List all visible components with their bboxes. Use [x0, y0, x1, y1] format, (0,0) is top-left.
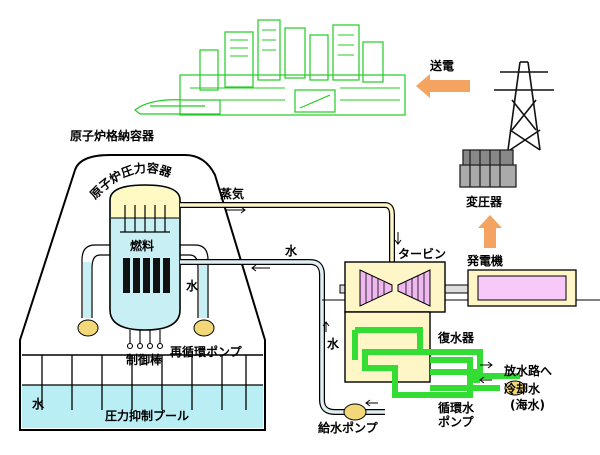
cooling-water-label: 冷却水: [504, 381, 541, 396]
recirc-pump-right: [193, 319, 215, 337]
suppression-pool-label: 圧力抑制プール: [105, 408, 189, 423]
circ-pump-label-1: 循環水: [438, 400, 475, 415]
turbine-rotor-2: [397, 269, 431, 307]
reactor-pressure-vessel: [109, 184, 181, 331]
suppression-pool-water: [22, 385, 263, 428]
city-skyline-icon: [179, 19, 406, 116]
generator-to-transformer-arrow: [478, 215, 502, 248]
generator-body: [477, 275, 567, 301]
water-inner-label: 水: [186, 278, 199, 293]
transformer-label: 変圧器: [466, 194, 503, 209]
sea-water-label: (海水): [510, 397, 545, 412]
steam-label: 蒸気: [220, 186, 244, 201]
recirc-pipe-right-fill: [199, 262, 207, 318]
condenser-label: 復水器: [437, 330, 475, 345]
steam-dome: [111, 186, 179, 218]
recirc-pump-left: [77, 319, 99, 337]
transmission-tower-icon: [494, 61, 554, 151]
containment-vessel-label: 原子炉格納容器: [70, 128, 155, 143]
discharge-label: 放水路へ: [503, 363, 552, 378]
turbine-label: タービン: [398, 246, 446, 261]
vent-pipes: [41, 355, 247, 410]
fuel-assemblies: [123, 258, 170, 293]
bullet-train-icon: [134, 99, 221, 115]
generator-label: 発電機: [466, 253, 503, 268]
fuel-label: 燃料: [130, 238, 154, 253]
transformer-icon: [459, 149, 517, 188]
turbine-rotor: [359, 269, 393, 307]
water-down-label: 水: [327, 336, 340, 351]
feed-water-pump: [343, 403, 367, 421]
recirc-pump-label: 再循環ポンプ: [170, 344, 243, 359]
feed-pump-label: 給水ポンプ: [318, 420, 379, 435]
recirc-pipe-left-fill: [83, 262, 91, 318]
transmission-arrow: [416, 74, 470, 98]
circ-water-pump: [504, 380, 526, 396]
steam-separators: [120, 205, 170, 233]
cooling-water-pipes: [430, 357, 520, 391]
water-top-label: 水: [285, 243, 298, 258]
circ-pump-label-2: ポンプ: [438, 414, 475, 429]
control-rods-label: 制御棒: [126, 352, 163, 367]
control-rod-drives: [126, 330, 164, 350]
transmission-label: 送電: [429, 58, 454, 73]
pool-water-label: 水: [32, 396, 45, 411]
flow-arrows: [225, 206, 493, 407]
